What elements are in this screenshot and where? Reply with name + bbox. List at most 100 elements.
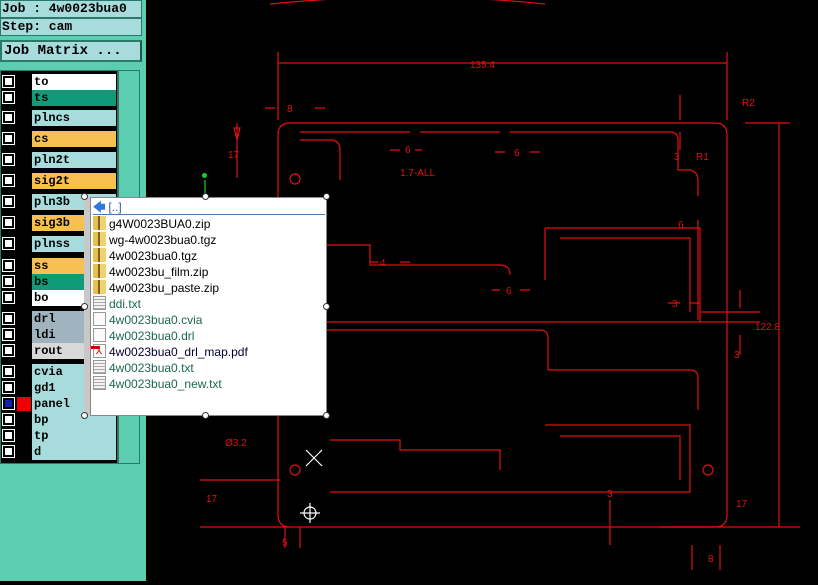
layer-row-ts[interactable]: ts (1, 90, 117, 106)
layer-name: sig2t (32, 173, 116, 189)
layer-checkbox[interactable] (2, 275, 15, 288)
dim-label: 17 (206, 494, 218, 505)
layer-name: tp (32, 428, 116, 444)
layer-row-cs[interactable]: cs (1, 131, 117, 147)
layer-checkbox[interactable] (2, 153, 15, 166)
layer-row-sig2t[interactable]: sig2t (1, 173, 117, 189)
dim-height: 122.8 (755, 322, 780, 333)
file-item[interactable]: 4w0023bua0.txt (93, 360, 325, 376)
dim-label: 3 (607, 489, 613, 500)
board-drawing: 135.4 122.8 R2 R1 1.7-ALL 8 8 17 17 17 6… (200, 0, 800, 570)
dim-label: 17 (228, 150, 240, 161)
file-item[interactable]: 4w0023bua0.drl (93, 328, 325, 344)
layer-row-bp[interactable]: bp (1, 412, 117, 428)
layer-row-panel[interactable]: panel (1, 396, 117, 412)
layer-checkbox[interactable] (2, 413, 15, 426)
dim-label: 8 (287, 104, 293, 115)
layer-checkbox[interactable] (2, 111, 15, 124)
affected-marker (17, 397, 31, 411)
pdf-icon (91, 344, 106, 358)
layer-checkbox[interactable] (2, 237, 15, 250)
file-item[interactable]: 4w0023bua0.tgz (93, 248, 325, 264)
file-name: 4w0023bua0_new.txt (109, 377, 222, 391)
file-item[interactable]: 4w0023bua0_drl_map.pdf (91, 344, 325, 360)
dim-label: Ø3.2 (225, 438, 247, 449)
layer-checkbox[interactable] (2, 312, 15, 325)
job-name: Job : 4w0023bua0 (0, 0, 142, 18)
layer-checkbox[interactable] (2, 91, 15, 104)
layer-checkbox[interactable] (2, 445, 15, 458)
file-item[interactable]: wg-4w0023bua0.tgz (93, 232, 325, 248)
file-name: 4w0023bua0.txt (109, 361, 194, 375)
layer-checkbox[interactable] (2, 75, 15, 88)
resize-handle[interactable] (202, 412, 209, 419)
file-name: 4w0023bu_film.zip (109, 265, 209, 279)
dim-label: 3 (734, 350, 740, 361)
dim-label: 5 (282, 538, 288, 549)
layer-checkbox[interactable] (2, 365, 15, 378)
zip-icon (93, 264, 106, 278)
resize-handle[interactable] (323, 193, 330, 200)
file-name: 4w0023bu_paste.zip (109, 281, 220, 295)
dim-label: 4 (380, 258, 386, 269)
dim-label: 6 (678, 220, 684, 231)
layer-row-pln2t[interactable]: pln2t (1, 152, 117, 168)
layer-checkbox[interactable] (2, 328, 15, 341)
dim-note: 1.7-ALL (400, 168, 435, 179)
text-file-icon (93, 376, 106, 390)
file-item[interactable]: 4w0023bu_film.zip (93, 264, 325, 280)
graphics-canvas[interactable]: 135.4 122.8 R2 R1 1.7-ALL 8 8 17 17 17 6… (147, 0, 818, 581)
resize-handle[interactable] (202, 193, 209, 200)
dim-r2: R2 (742, 98, 755, 109)
file-icon (93, 312, 106, 326)
resize-handle[interactable] (81, 303, 88, 310)
layer-checkbox[interactable] (2, 429, 15, 442)
file-name: 4w0023bua0.cvia (109, 313, 203, 327)
layer-row-to[interactable]: to (1, 74, 117, 90)
job-matrix-button[interactable]: Job Matrix ... (0, 40, 142, 62)
layer-row-plncs[interactable]: plncs (1, 110, 117, 126)
layer-checkbox[interactable] (2, 216, 15, 229)
dim-label: 3 (674, 152, 680, 163)
layer-row-tp[interactable]: tp (1, 428, 117, 444)
dim-label: 6 (506, 286, 512, 297)
zip-icon (93, 248, 106, 262)
parent-folder-label: [..] (108, 200, 122, 214)
layer-checkbox[interactable] (2, 291, 15, 304)
dim-label: 8 (708, 554, 714, 565)
text-file-icon (93, 296, 106, 310)
file-name: wg-4w0023bua0.tgz (109, 233, 217, 247)
file-item[interactable]: 4w0023bu_paste.zip (93, 280, 325, 296)
file-list-popup: 🡄[..] g4W0023BUA0.zip wg-4w0023bua0.tgz 4w… (90, 197, 327, 416)
layer-checkbox[interactable] (2, 259, 15, 272)
file-name: g4W0023BUA0.zip (109, 217, 211, 231)
layer-checkbox[interactable] (2, 195, 15, 208)
file-icon (93, 328, 106, 342)
step-name: Step: cam (0, 18, 142, 36)
file-item[interactable]: g4W0023BUA0.zip (93, 216, 325, 232)
text-file-icon (93, 360, 106, 374)
layer-checkbox[interactable] (2, 132, 15, 145)
layer-checkbox[interactable] (2, 344, 15, 357)
file-name: 4w0023bua0.tgz (109, 249, 198, 263)
layer-name: ts (32, 90, 116, 106)
layer-checkbox[interactable] (2, 397, 15, 410)
layer-name: cs (32, 131, 116, 147)
dim-label: 6 (405, 145, 411, 156)
resize-handle[interactable] (81, 412, 88, 419)
resize-handle[interactable] (323, 303, 330, 310)
layer-checkbox[interactable] (2, 174, 15, 187)
layer-checkbox[interactable] (2, 381, 15, 394)
layer-name: pln2t (32, 152, 116, 168)
file-item[interactable]: 4w0023bua0_new.txt (93, 376, 325, 392)
resize-handle[interactable] (81, 193, 88, 200)
zip-icon (93, 280, 106, 294)
file-item[interactable]: 4w0023bua0.cvia (93, 312, 325, 328)
resize-handle[interactable] (323, 412, 330, 419)
dim-label: 3 (672, 299, 678, 310)
layer-name: d (32, 444, 116, 460)
file-item[interactable]: ddi.txt (93, 296, 325, 312)
file-name: 4w0023bua0_drl_map.pdf (109, 345, 248, 359)
layer-row-d[interactable]: d (1, 444, 117, 460)
parent-folder-item[interactable]: 🡄[..] (93, 199, 325, 215)
